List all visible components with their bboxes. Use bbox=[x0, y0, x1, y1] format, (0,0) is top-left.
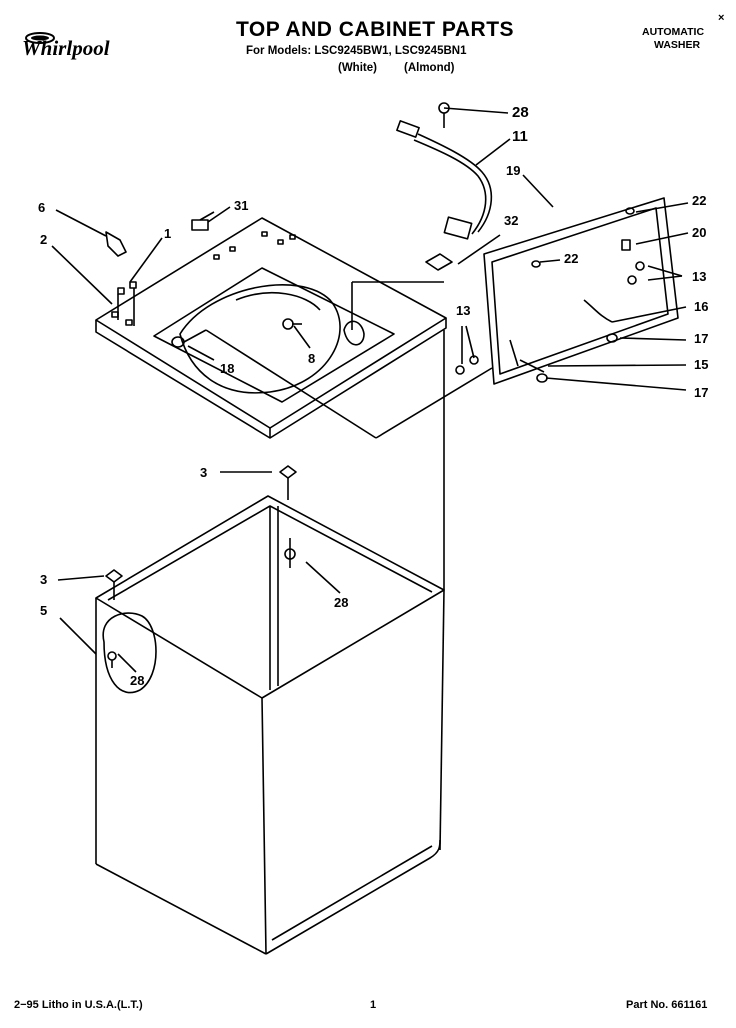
footer-litho: 2−95 Litho in U.S.A.(L.T.) bbox=[14, 999, 143, 1011]
brand-logo: Whirlpool bbox=[18, 26, 150, 70]
callout-17-lower: 17 bbox=[694, 385, 709, 400]
callout-3: 3 bbox=[200, 465, 208, 480]
brand-logo-graphic bbox=[25, 32, 55, 44]
footer-part-number: Part No. 661161 bbox=[626, 999, 708, 1011]
washer-top-panel bbox=[95, 217, 447, 439]
callout-11: 11 bbox=[512, 128, 528, 145]
callout-22-inner: 22 bbox=[564, 251, 579, 266]
callout-28-side: 28 bbox=[130, 673, 145, 688]
callout-20: 20 bbox=[692, 225, 707, 240]
page-title: TOP AND CABINET PARTS bbox=[235, 18, 515, 41]
wiring-harness bbox=[396, 120, 493, 271]
callout-31: 31 bbox=[234, 198, 249, 213]
small-hardware bbox=[105, 102, 450, 668]
callout-8: 8 bbox=[308, 351, 316, 366]
callout-17: 17 bbox=[694, 331, 709, 346]
lid-frame bbox=[455, 197, 679, 385]
callout-28: 28 bbox=[512, 104, 529, 121]
corner-mark: × bbox=[718, 12, 725, 24]
callout-22: 22 bbox=[692, 193, 707, 208]
product-line-2: WASHER bbox=[654, 39, 701, 51]
footer-page-number: 1 bbox=[370, 999, 377, 1011]
callout-1: 1 bbox=[164, 226, 172, 241]
color-white: (White) bbox=[338, 62, 377, 74]
callout-28-cabinet: 28 bbox=[334, 595, 349, 610]
callout-32: 32 bbox=[504, 213, 519, 228]
callout-15: 15 bbox=[694, 357, 709, 372]
brand-name: Whirlpool bbox=[22, 36, 110, 60]
leader-lines bbox=[51, 107, 689, 673]
color-almond: (Almond) bbox=[404, 62, 455, 74]
callout-13: 13 bbox=[692, 269, 707, 284]
callout-18: 18 bbox=[220, 361, 235, 376]
washer-cabinet bbox=[95, 330, 445, 955]
callout-6: 6 bbox=[38, 200, 46, 215]
callout-2: 2 bbox=[40, 232, 48, 247]
callout-19: 19 bbox=[506, 163, 521, 178]
callout-13-left: 13 bbox=[456, 303, 471, 318]
callout-3-left: 3 bbox=[40, 572, 48, 587]
product-line-1: AUTOMATIC bbox=[642, 26, 705, 38]
callout-16: 16 bbox=[694, 299, 709, 314]
models-line: For Models: LSC9245BW1, LSC9245BN1 bbox=[246, 45, 467, 57]
callout-5: 5 bbox=[40, 603, 48, 618]
